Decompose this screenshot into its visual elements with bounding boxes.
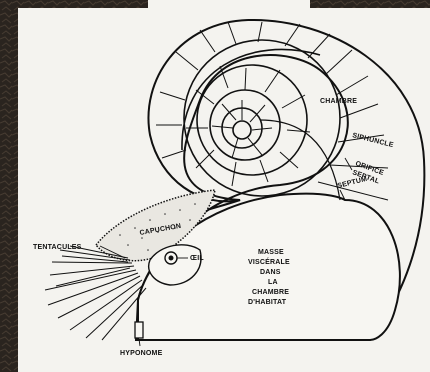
hyponome-funnel bbox=[135, 322, 143, 338]
label-masse-line6: D'HABITAT bbox=[248, 299, 287, 306]
label-oeil: ŒIL bbox=[190, 255, 204, 262]
label-masse-line1: MASSE bbox=[258, 249, 284, 256]
label-masse-line3: DANS bbox=[260, 269, 281, 276]
label-chambre: CHAMBRE bbox=[320, 98, 357, 105]
label-hyponome: HYPONOME bbox=[120, 350, 163, 357]
label-tentacules: TENTACULES bbox=[33, 244, 82, 251]
eye-icon bbox=[165, 252, 177, 264]
label-masse-line5: CHAMBRE bbox=[252, 289, 289, 296]
label-masse-line2: VISCÉRALE bbox=[248, 257, 290, 266]
label-masse-line4: LA bbox=[268, 279, 278, 286]
